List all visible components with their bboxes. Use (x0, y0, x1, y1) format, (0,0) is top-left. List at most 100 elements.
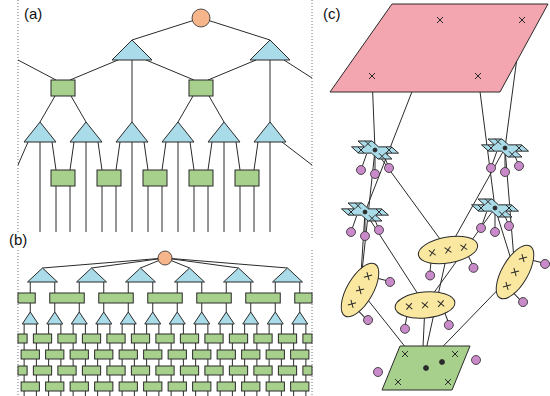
disentangler-box (197, 293, 232, 303)
physical-site (375, 226, 384, 235)
top-tensor (158, 251, 172, 265)
disentangler-box (303, 334, 312, 343)
disentangler-box (229, 334, 247, 343)
link-tensor-group (334, 258, 398, 330)
panel-a (18, 0, 312, 240)
cross-mark (519, 254, 527, 262)
physical-site (487, 164, 496, 173)
isometry-triangle (250, 40, 290, 60)
physical-site (444, 320, 454, 330)
bond-line (178, 142, 179, 232)
cross-mark (478, 205, 484, 211)
disentangler-box (156, 366, 174, 375)
cross-mark (358, 147, 364, 153)
disentangler-box (229, 366, 247, 375)
disentangler-box (97, 170, 121, 186)
physical-site (472, 356, 481, 365)
cross-mark (438, 300, 445, 307)
disentangler-box (33, 334, 51, 343)
bond-line (236, 142, 240, 170)
cross-mark (369, 73, 375, 79)
physical-site (357, 166, 366, 175)
cross-mark (406, 303, 413, 310)
disentangler-box (95, 350, 113, 359)
disentangler-box (144, 350, 162, 359)
cross-mark (379, 153, 385, 159)
bond-line (201, 18, 270, 40)
cross-mark (445, 247, 452, 254)
disentangler-box (217, 382, 235, 391)
bond-line (208, 60, 256, 80)
bond-line (116, 186, 117, 232)
cross-mark (376, 209, 382, 215)
cross-mark (485, 199, 491, 205)
physical-site (491, 228, 500, 237)
panel-b (18, 250, 312, 396)
isometry-triangle (194, 312, 210, 324)
cross-mark (516, 145, 522, 151)
cross-mark (460, 244, 467, 251)
disentangler-box (168, 382, 186, 391)
cross-mark (503, 282, 511, 290)
isometry-triangle (22, 312, 38, 324)
plaquette-tensor (352, 141, 399, 159)
cross-mark (519, 17, 525, 23)
cross-mark (488, 145, 494, 151)
physical-site (468, 263, 478, 273)
bond-line (240, 186, 241, 232)
disentangler-box (18, 334, 27, 343)
physical-site (539, 258, 550, 270)
disentangler-box (168, 350, 186, 359)
cross-mark (495, 139, 501, 145)
cross-mark (460, 244, 467, 251)
center-dot (424, 366, 429, 371)
center-dot (440, 360, 445, 365)
disentangler-box (148, 293, 183, 303)
link-tensor-group (416, 232, 482, 281)
bond-line (208, 186, 209, 232)
isometry-triangle (24, 122, 56, 142)
disentangler-box (254, 366, 272, 375)
cross-mark (395, 379, 401, 385)
disentangler-box (295, 293, 312, 303)
physical-site (374, 368, 383, 377)
cross-mark (506, 205, 512, 211)
bond-line (52, 142, 56, 170)
bond-line (70, 186, 71, 232)
disentangler-box (82, 334, 100, 343)
cross-mark (499, 211, 505, 217)
isometry-triangle (112, 40, 152, 60)
disentangler-box (217, 350, 235, 359)
cross-mark (379, 153, 385, 159)
isometry-triangle (116, 122, 148, 142)
physical-site (505, 222, 514, 231)
disentangler-box (180, 334, 198, 343)
disentangler-box (205, 334, 223, 343)
isometry-triangle (292, 312, 308, 324)
disentangler-box (46, 382, 64, 391)
cross-mark (429, 249, 436, 256)
physical-site (361, 232, 370, 241)
cross-mark (438, 300, 445, 307)
disentangler-box (107, 366, 125, 375)
disentangler-box (119, 382, 137, 391)
disentangler-box (51, 80, 75, 96)
cross-mark (402, 351, 408, 357)
isometry-triangle (243, 312, 259, 324)
periodic-boundary (312, 0, 313, 240)
cross-mark (509, 151, 515, 157)
isometry-triangle (77, 268, 107, 282)
disentangler-box (193, 350, 211, 359)
center-dot (503, 146, 507, 150)
physical-site (425, 270, 435, 280)
panel-c (330, 4, 550, 390)
disentangler-box (246, 293, 281, 303)
bond-line (254, 186, 255, 232)
disentangler-box (189, 80, 213, 96)
physical-site (517, 296, 529, 308)
disentangler-box (254, 334, 272, 343)
plaquette-tensor (472, 199, 519, 217)
isometry-triangle (71, 312, 87, 324)
cross-mark (422, 302, 429, 309)
